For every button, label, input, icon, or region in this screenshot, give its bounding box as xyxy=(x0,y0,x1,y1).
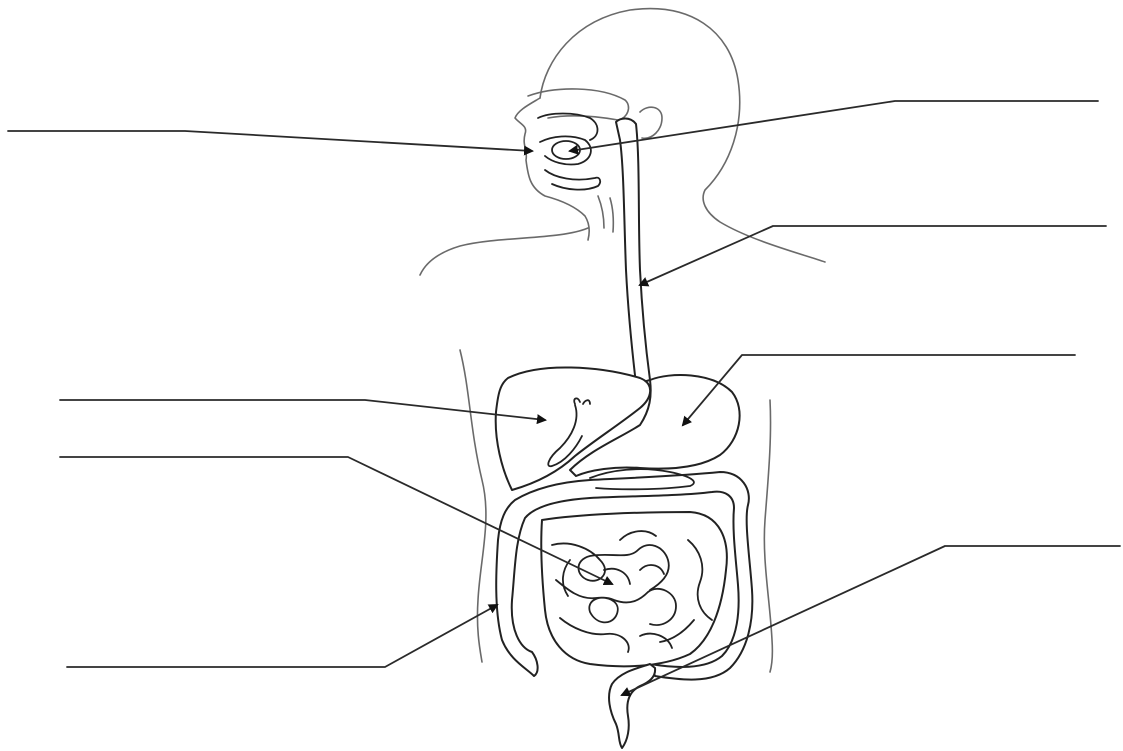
leader-line-stomach xyxy=(683,355,1075,425)
leader-line-mouth xyxy=(8,131,532,151)
small-intestine xyxy=(541,512,727,666)
throat-lines xyxy=(598,196,613,232)
leader-line-esophagus xyxy=(640,226,1106,285)
left-shoulder xyxy=(420,228,588,275)
jaw xyxy=(545,170,600,190)
oral-cavity xyxy=(538,114,598,165)
leader-line-large-intestine xyxy=(67,605,497,667)
head-outline xyxy=(540,9,825,262)
leader-line-liver xyxy=(60,400,545,420)
ear xyxy=(640,107,662,138)
leader-line-tongue xyxy=(570,101,1098,151)
esophagus xyxy=(616,119,650,385)
torso-right xyxy=(764,400,772,672)
torso-left xyxy=(460,350,486,662)
rectum xyxy=(609,664,655,748)
face-profile xyxy=(515,98,589,240)
